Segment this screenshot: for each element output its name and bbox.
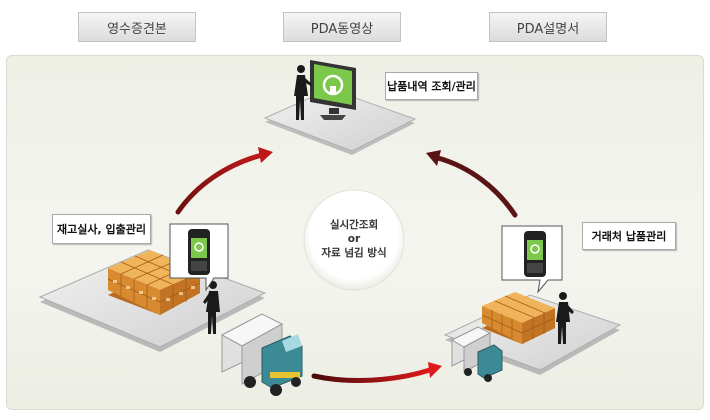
left-pda-bubble bbox=[169, 223, 229, 292]
left-truck-icon bbox=[220, 313, 303, 396]
right-node-label: 거래처 납품관리 bbox=[582, 222, 676, 250]
cycle-arrows bbox=[175, 147, 518, 384]
box-stack-icon bbox=[107, 250, 201, 315]
receipt-sample-button[interactable]: 영수증견본 bbox=[78, 12, 196, 42]
pda-video-button[interactable]: PDA동영상 bbox=[283, 12, 401, 42]
arrow-right-to-top bbox=[435, 155, 518, 218]
person-icon bbox=[294, 65, 312, 120]
center-text: 실시간조회 or 자료 넘김 방식 bbox=[306, 218, 402, 260]
left-node bbox=[38, 223, 303, 396]
pda-device-icon bbox=[188, 229, 210, 275]
monitor-icon bbox=[310, 60, 356, 120]
top-node bbox=[263, 60, 417, 155]
right-box-stack-icon bbox=[481, 292, 556, 344]
arrow-bottom bbox=[311, 367, 433, 384]
center-circle bbox=[303, 189, 405, 291]
right-pda-bubble bbox=[501, 225, 563, 294]
right-person-icon bbox=[556, 292, 574, 344]
arrow-left-to-top-head bbox=[258, 147, 273, 163]
top-node-label: 납품내역 조회/관리 bbox=[385, 72, 478, 100]
arrow-bottom-head bbox=[428, 362, 442, 378]
pda-manual-button[interactable]: PDA설명서 bbox=[489, 12, 607, 42]
left-node-label: 재고실사, 입출관리 bbox=[52, 214, 151, 244]
left-person-icon bbox=[203, 281, 220, 334]
right-truck-icon bbox=[450, 326, 503, 382]
center-line-1: 실시간조회 bbox=[329, 219, 379, 231]
arrow-right-to-top-head bbox=[426, 150, 441, 166]
arrow-left-to-top bbox=[175, 152, 265, 215]
right-node bbox=[443, 225, 622, 382]
right-pda-device-icon bbox=[524, 231, 546, 277]
center-line-2: or bbox=[347, 233, 361, 245]
center-line-3: 자료 넘김 방식 bbox=[321, 247, 387, 259]
